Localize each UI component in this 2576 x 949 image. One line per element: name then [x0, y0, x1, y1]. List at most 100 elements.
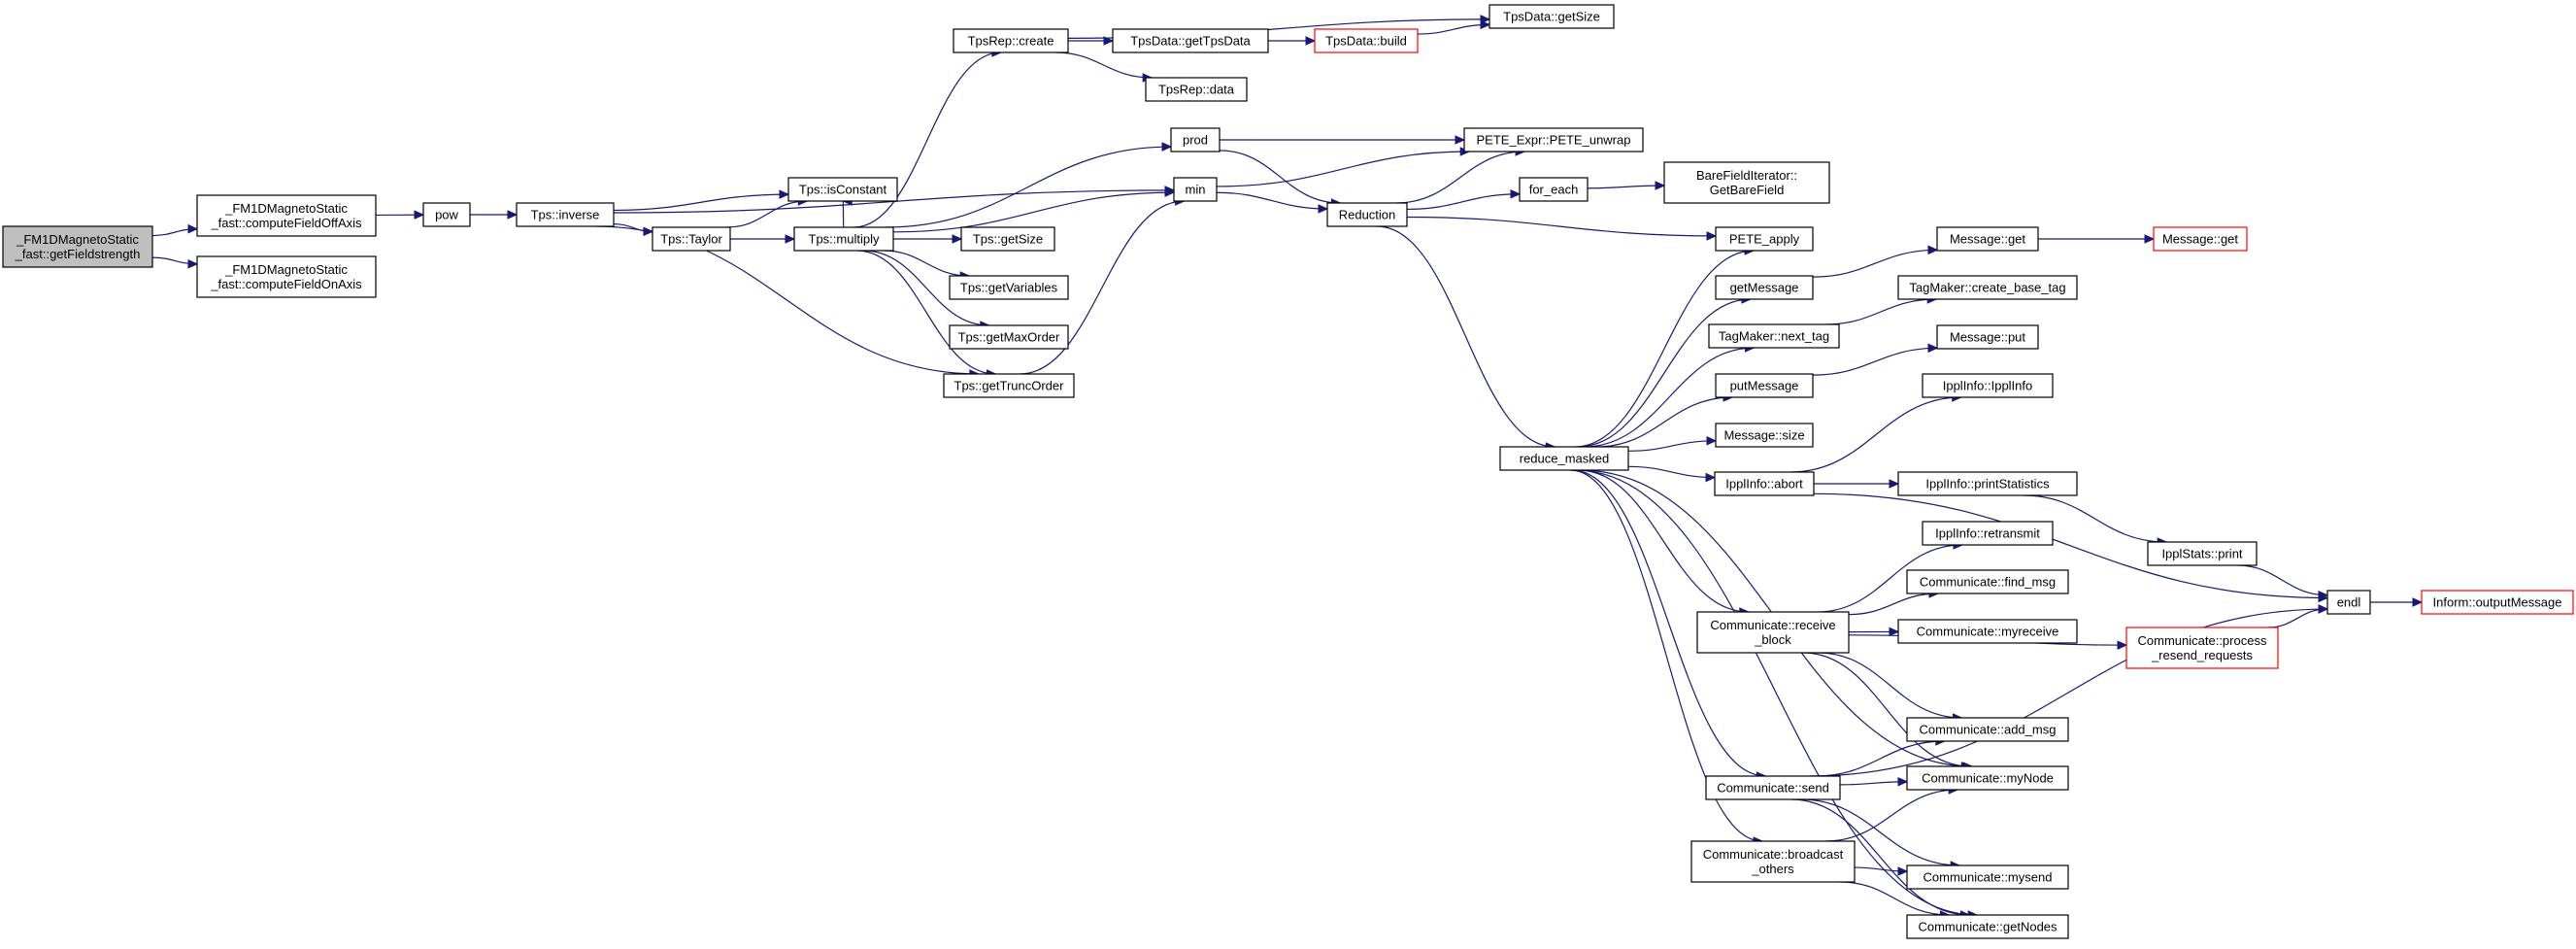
node-label: Tps::isConstant	[799, 183, 887, 197]
node-box	[1314, 28, 1419, 53]
node-label: TpsData::getTpsData	[1130, 34, 1251, 49]
node-messagesize[interactable]: Message::size	[1715, 423, 1814, 448]
arrowhead	[1455, 135, 1466, 145]
node-box	[1906, 717, 2069, 742]
node-send[interactable]: Communicate::send	[1705, 775, 1841, 800]
node-box	[1715, 226, 1814, 252]
node-putmessage[interactable]: putMessage	[1715, 373, 1814, 398]
node-box	[1906, 864, 2069, 890]
node-isconst[interactable]: Tps::isConstant	[787, 177, 898, 202]
node-multiply[interactable]: Tps::multiply	[793, 226, 894, 252]
node-ipplstatsprint[interactable]: IpplStats::print	[2147, 541, 2258, 566]
edge-reducemasked-to-getnodes	[1574, 469, 1978, 916]
node-label: Communicate::getNodes	[1918, 920, 2057, 934]
edge-multiply-to-min	[892, 191, 1175, 233]
node-nexttag[interactable]: TagMaker::next_tag	[1708, 323, 1840, 349]
node-box	[787, 177, 898, 202]
node-unwrap[interactable]: PETE_Expr::PETE_unwrap	[1463, 127, 1644, 153]
node-tpsrepdata[interactable]: TpsRep::data	[1145, 77, 1248, 102]
node-label: Communicate::find_msg	[1920, 575, 2056, 590]
node-tpsrepcreate[interactable]: TpsRep::create	[953, 28, 1069, 53]
node-label: Tps::getSize	[973, 232, 1043, 247]
node-label: _FM1DMagnetoStatic	[224, 262, 348, 277]
node-label: Communicate::myreceive	[1917, 625, 2059, 639]
edge-multiply-to-prod	[885, 146, 1172, 228]
node-label: TpsRep::data	[1158, 83, 1235, 97]
node-box	[1906, 569, 2069, 594]
edge-send-to-mynode	[1839, 781, 1908, 786]
node-label: pow	[435, 208, 458, 222]
node-addmsg[interactable]: Communicate::add_msg	[1906, 717, 2069, 742]
node-mysend[interactable]: Communicate::mysend	[1906, 864, 2069, 890]
edge-gettrunc-to-min	[1020, 200, 1185, 375]
node-box	[1173, 177, 1218, 202]
node-label: Communicate::myNode	[1922, 771, 2054, 786]
edge-inverse-to-isconst	[613, 193, 789, 212]
node-box	[953, 28, 1069, 53]
node-ipplinfoctor[interactable]: IpplInfo::IpplInfo	[1922, 373, 2054, 398]
node-gettpsdata[interactable]: TpsData::getTpsData	[1112, 28, 1269, 53]
node-label: BareFieldIterator::	[1696, 168, 1797, 183]
node-box	[2147, 541, 2258, 566]
edge-multiply-to-getvars	[883, 250, 970, 277]
node-box	[1715, 275, 1814, 300]
node-box	[793, 226, 894, 252]
edge-foreach-to-bare	[1587, 185, 1665, 189]
node-label: reduce_masked	[1520, 452, 1610, 466]
node-getmaxorder[interactable]: Tps::getMaxOrder	[949, 324, 1069, 350]
node-label: _fast::getFieldstrength	[15, 247, 141, 261]
edge-abort-to-endl	[1813, 492, 2328, 599]
node-reducemasked[interactable]: reduce_masked	[1499, 446, 1629, 471]
node-tpsgetsize[interactable]: Tps::getSize	[960, 226, 1055, 252]
node-min[interactable]: min	[1173, 177, 1218, 202]
node-getvars[interactable]: Tps::getVariables	[949, 275, 1069, 300]
node-findmsg[interactable]: Communicate::find_msg	[1906, 569, 2069, 594]
node-offaxis[interactable]: _FM1DMagnetoStatic_fast::computeFieldOff…	[196, 194, 377, 237]
arrowhead	[1889, 479, 1900, 489]
node-broadcast[interactable]: Communicate::broadcast_others	[1690, 840, 1856, 883]
node-box	[1922, 521, 2054, 546]
node-outputmessage[interactable]: Inform::outputMessage	[2421, 590, 2574, 615]
node-printstats[interactable]: IpplInfo::printStatistics	[1897, 471, 2078, 496]
node-gettrunc[interactable]: Tps::getTruncOrder	[943, 373, 1075, 398]
node-bare[interactable]: BareFieldIterator::GetBareField	[1663, 161, 1830, 204]
node-box	[196, 194, 377, 237]
node-box	[1519, 177, 1589, 202]
node-box	[1897, 471, 2078, 496]
node-resend[interactable]: Communicate::process_resend_requests	[2125, 627, 2279, 669]
node-tpsbuild[interactable]: TpsData::build	[1314, 28, 1419, 53]
node-pow[interactable]: pow	[422, 202, 471, 227]
node-label: GetBareField	[1710, 183, 1785, 197]
node-mynode[interactable]: Communicate::myNode	[1906, 765, 2069, 791]
edge-receiveblock-to-mynode	[1802, 652, 1971, 767]
edge-reducemasked-to-send	[1571, 469, 1766, 777]
node-receiveblock[interactable]: Communicate::receive_block	[1696, 611, 1850, 654]
node-inverse[interactable]: Tps::inverse	[516, 202, 615, 227]
arrowhead	[1164, 187, 1176, 197]
node-messageget[interactable]: Message::get	[1936, 226, 2039, 252]
node-prod[interactable]: prod	[1170, 127, 1221, 153]
node-label: IpplInfo::retransmit	[1935, 526, 2040, 541]
node-retransmit[interactable]: IpplInfo::retransmit	[1922, 521, 2054, 546]
node-myreceive[interactable]: Communicate::myreceive	[1897, 619, 2078, 644]
edge-abort-to-ipplinfoctor	[1790, 396, 1961, 473]
node-messageput[interactable]: Message::put	[1936, 324, 2039, 350]
node-label: Tps::getVariables	[960, 281, 1058, 295]
node-foreach[interactable]: for_each	[1519, 177, 1589, 202]
node-getmessage[interactable]: getMessage	[1715, 275, 1814, 300]
node-getnodes[interactable]: Communicate::getNodes	[1906, 914, 2069, 939]
node-root[interactable]: _FM1DMagnetoStatic_fast::getFieldstrengt…	[2, 225, 153, 268]
node-createbasetag[interactable]: TagMaker::create_base_tag	[1897, 275, 2078, 300]
node-label: Communicate::receive	[1710, 618, 1835, 632]
node-tpsdatagetsize[interactable]: TpsData::getSize	[1489, 4, 1615, 29]
node-taylor[interactable]: Tps::Taylor	[652, 226, 731, 252]
node-reduction[interactable]: Reduction	[1326, 202, 1408, 227]
node-box	[196, 255, 377, 298]
node-label: Communicate::broadcast	[1703, 847, 1844, 862]
node-abort[interactable]: IpplInfo::abort	[1714, 471, 1815, 496]
node-peteapply[interactable]: PETE_apply	[1715, 226, 1814, 252]
node-endl[interactable]: endl	[2326, 590, 2371, 615]
node-onaxis[interactable]: _FM1DMagnetoStatic_fast::computeFieldOnA…	[196, 255, 377, 298]
arrowhead	[2318, 604, 2329, 614]
node-messageget2[interactable]: Message::get	[2153, 226, 2248, 252]
